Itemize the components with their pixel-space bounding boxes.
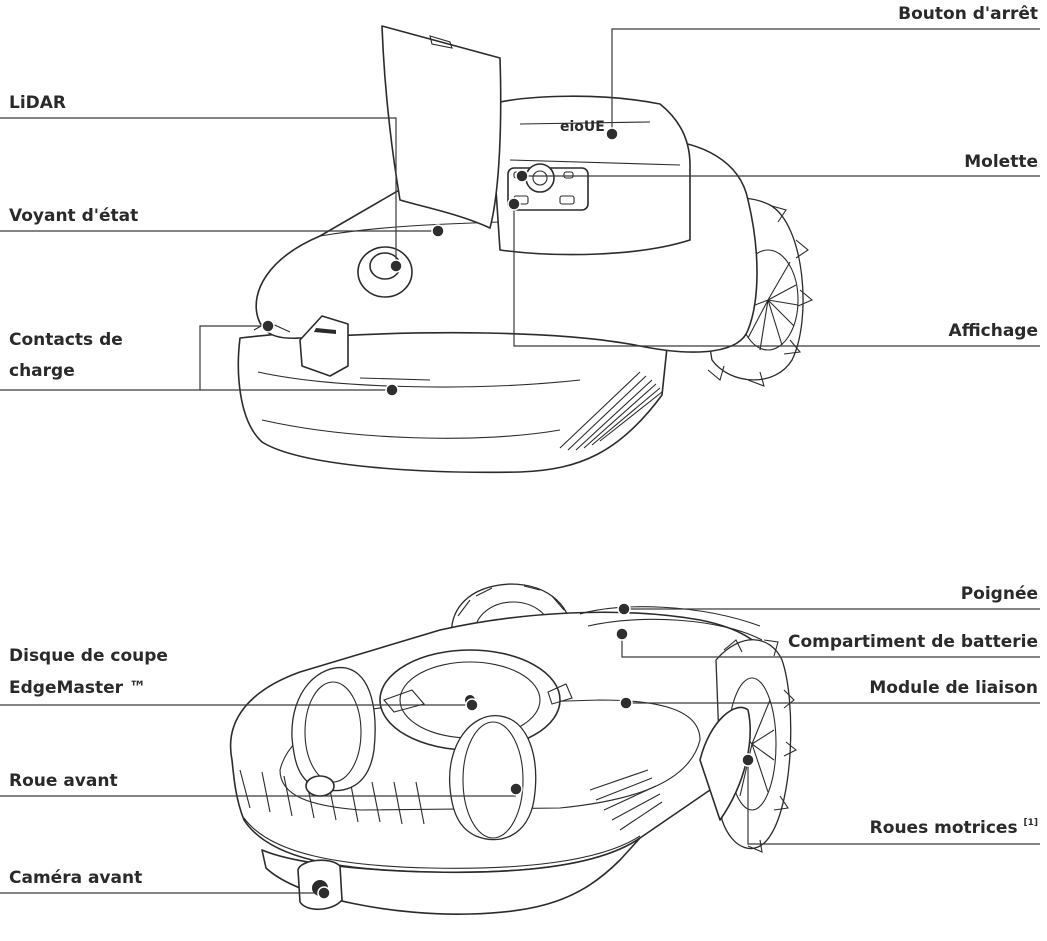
front-wheel-dot	[510, 783, 522, 795]
handle-dot	[618, 603, 630, 615]
label-front-camera: Caméra avant	[9, 864, 142, 893]
battery-compartment-dot	[616, 628, 628, 640]
label-drive-wheels: Roues motrices [1]	[870, 814, 1038, 846]
mower-bottom-view	[231, 584, 796, 914]
label-stop-button: Bouton d'arrêt	[898, 0, 1038, 29]
device-badge: eioUE	[560, 119, 605, 135]
mower-top-view: eioUE	[238, 26, 812, 472]
label-status-light: Voyant d'état	[9, 202, 138, 231]
display-dot	[508, 198, 520, 210]
charging-contact-dot-2	[386, 384, 398, 396]
label-charging-contacts-1: Contacts de	[9, 326, 123, 355]
label-cutting-disc-1: Disque de coupe	[9, 642, 168, 671]
label-handle: Poignée	[961, 580, 1038, 609]
label-knob: Molette	[964, 148, 1038, 177]
label-lidar: LiDAR	[9, 89, 66, 118]
label-drive-wheels-note: [1]	[1024, 818, 1039, 828]
label-cutting-disc-2: EdgeMaster ™	[9, 674, 146, 703]
label-display: Affichage	[949, 317, 1038, 346]
charging-contact-dot-1	[262, 320, 274, 332]
front-camera-dot	[318, 887, 330, 899]
label-drive-wheels-text: Roues motrices	[870, 818, 1018, 838]
label-battery-compartment: Compartiment de batterie	[788, 628, 1038, 657]
drive-wheels-dot	[742, 754, 754, 766]
label-link-module: Module de liaison	[869, 674, 1038, 703]
link-module-dot	[620, 697, 632, 709]
lidar-dot	[390, 260, 402, 272]
label-front-wheel: Roue avant	[9, 767, 118, 796]
label-charging-contacts-2: charge	[9, 357, 75, 386]
status-light-dot	[432, 225, 444, 237]
stop-button-dot	[606, 128, 618, 140]
cutting-disc-dot	[466, 699, 478, 711]
knob-dot	[516, 170, 528, 182]
